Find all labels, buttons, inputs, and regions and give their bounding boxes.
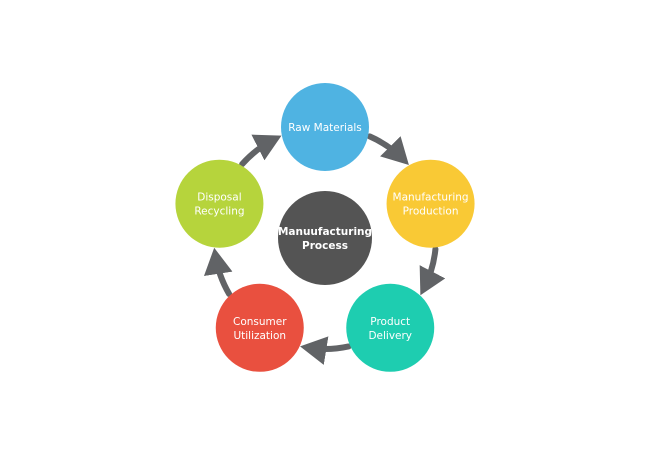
node-label-product-delivery-line-2: Delivery xyxy=(368,330,412,342)
node-circle-disposal-recycling xyxy=(175,159,264,248)
node-label-disposal-recycling-line-2: Recycling xyxy=(194,206,244,218)
cycle-arrow-4 xyxy=(203,247,233,297)
node-label-raw-materials-line-1: Raw Materials xyxy=(288,122,362,134)
node-circle-raw-materials xyxy=(281,83,369,171)
cycle-arrow-5 xyxy=(239,134,282,168)
center-label-line-1: Manuufacturing xyxy=(278,226,372,238)
cycle-arrow-1 xyxy=(366,133,409,165)
node-label-product-delivery-line-1: Product xyxy=(370,316,410,328)
node-label-manufacturing-production-line-2: Production xyxy=(403,206,459,218)
center-circle xyxy=(278,191,372,285)
node-label-consumer-utilization-line-2: Utilization xyxy=(233,330,286,342)
node-label-disposal-recycling-line-1: Disposal xyxy=(197,192,241,204)
node-circle-product-delivery xyxy=(346,283,435,372)
node-label-manufacturing-production-line-1: Manufacturing xyxy=(393,192,469,204)
node-circle-consumer-utilization xyxy=(215,283,304,372)
center-label-line-2: Process xyxy=(302,240,348,252)
node-raw-materials: Raw Materials xyxy=(281,83,369,171)
node-label-consumer-utilization-line-1: Consumer xyxy=(233,316,287,328)
cycle-nodes: Raw MaterialsManufacturingProductionProd… xyxy=(175,83,475,372)
cycle-arrow-3 xyxy=(300,336,352,365)
cycle-arrow-2 xyxy=(419,246,446,296)
cycle-arrows xyxy=(203,133,446,365)
node-circle-manufacturing-production xyxy=(386,159,475,248)
